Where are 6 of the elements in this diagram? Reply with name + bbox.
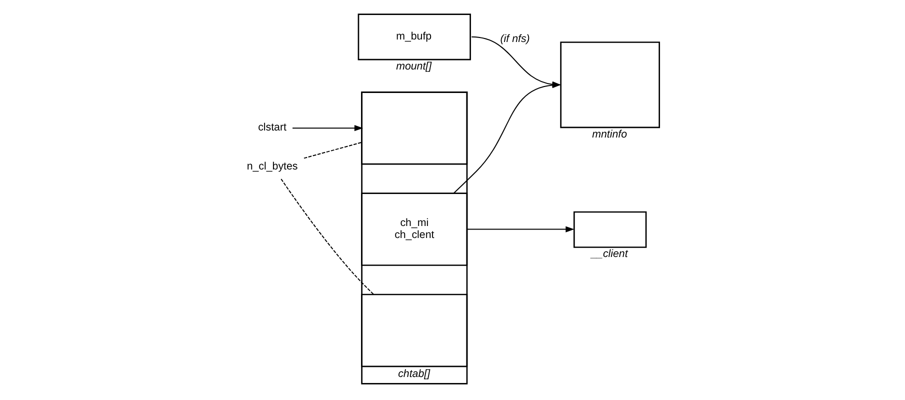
edge-label: (if nfs) — [500, 33, 530, 46]
node-text: n_cl_bytes — [246, 160, 298, 172]
node-text: clstart — [258, 122, 286, 134]
node-label: mount[] — [396, 60, 432, 72]
node-label: __client — [590, 248, 628, 260]
node-label: mntinfo — [592, 128, 627, 140]
